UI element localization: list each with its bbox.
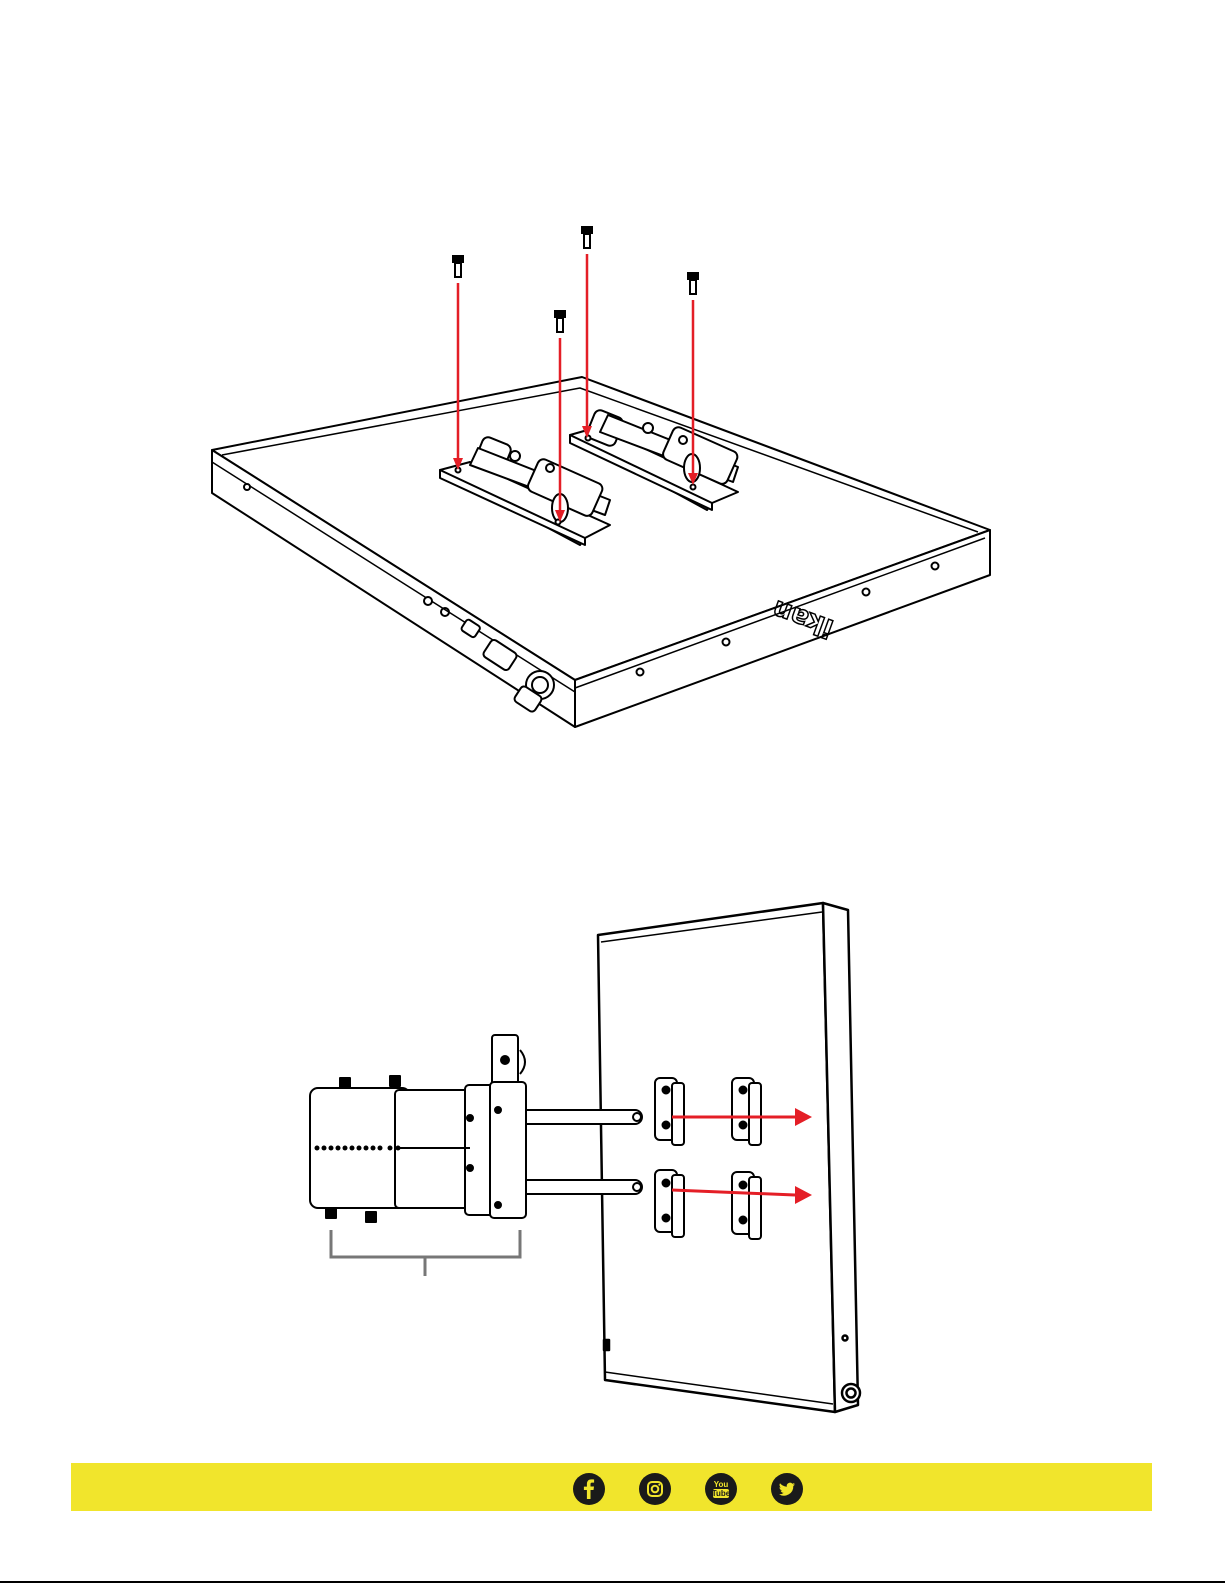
twitter-icon[interactable] bbox=[771, 1473, 803, 1505]
bar-clamp bbox=[310, 1035, 526, 1222]
youtube-icon[interactable]: You Tube bbox=[705, 1473, 737, 1505]
monitor-side-mount-diagram bbox=[0, 0, 1225, 1440]
footer-bar bbox=[71, 1463, 1152, 1511]
youtube-text-top: You bbox=[714, 1480, 729, 1489]
instagram-icon[interactable] bbox=[639, 1473, 671, 1505]
bottom-rule bbox=[0, 1581, 1225, 1583]
monitor-back-panel bbox=[598, 903, 835, 1412]
clamp-bracket-indicator bbox=[331, 1230, 520, 1276]
facebook-icon[interactable] bbox=[573, 1473, 605, 1505]
youtube-text-bottom: Tube bbox=[712, 1489, 731, 1498]
